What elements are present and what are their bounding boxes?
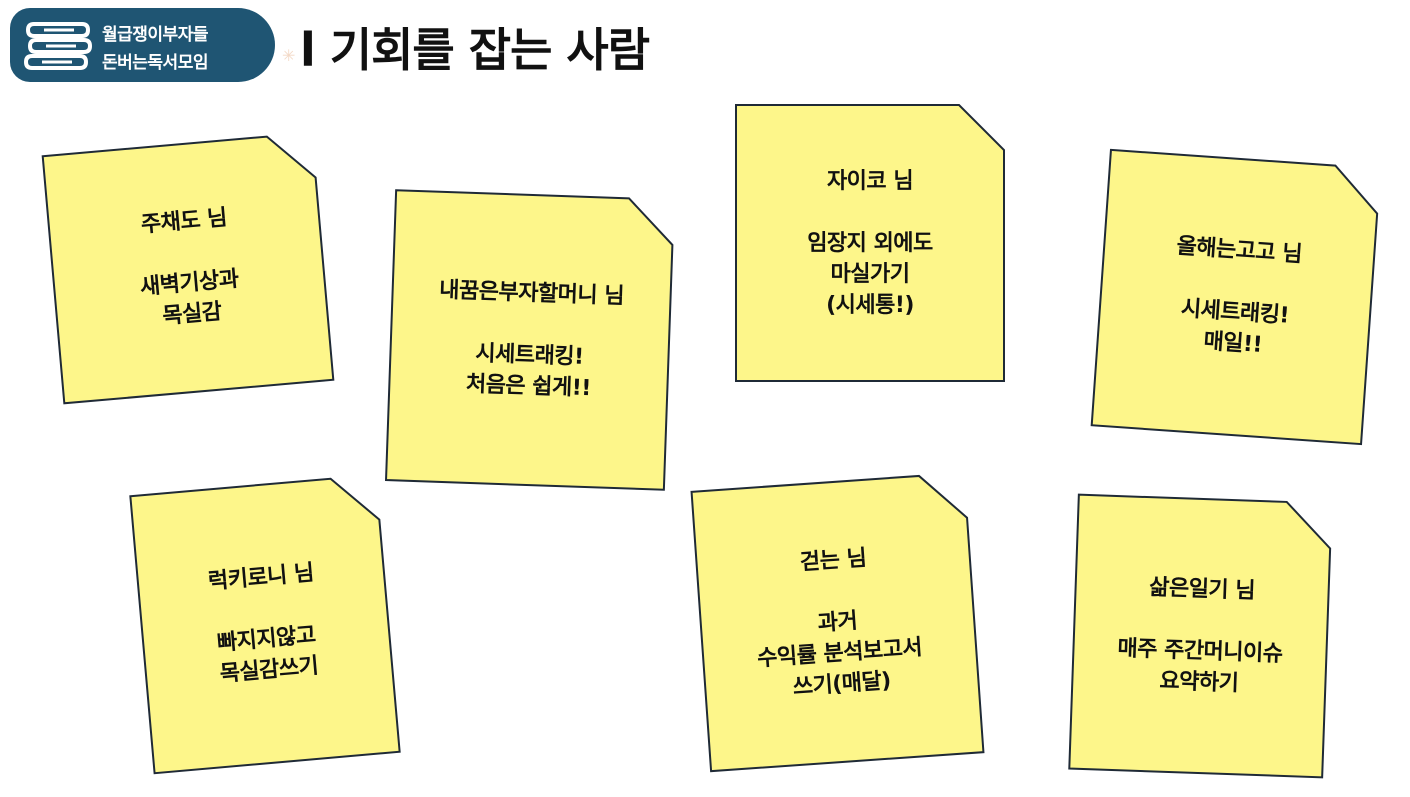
badge-line-1: 월급쟁이부자들 (102, 25, 208, 45)
sparkle-icon: ✳ (282, 46, 296, 65)
sticky-note-paper (1090, 148, 1379, 446)
note-line: 처음은 쉽게!! (465, 371, 592, 402)
note-line: 목실감 (161, 299, 223, 330)
note-line: (시세통!) (826, 292, 914, 318)
page-title: l 기회를 잡는 사람 (300, 23, 650, 77)
note-line: 요약하기 (1158, 668, 1239, 697)
note-author: 걷는 님 (798, 545, 867, 575)
books-stack-icon (24, 22, 92, 70)
note-line: 시세트래킹! (474, 341, 584, 370)
note-line: 매주 주간머니이슈 (1116, 636, 1283, 667)
note-author: 올해는고고 님 (1175, 233, 1303, 268)
sticky-note-paper (1067, 493, 1331, 779)
note-line: 임장지 외에도 (807, 230, 933, 256)
note-line: 시세트래킹! (1180, 296, 1290, 329)
note-author: 자이코 님 (826, 168, 914, 194)
badge-line-2: 돈버는독서모임 (102, 53, 208, 73)
club-badge: 월급쟁이부자들 돈버는독서모임 (10, 8, 275, 82)
sticky-note-paper (41, 135, 335, 405)
note-author: 내꿈은부자할머니 님 (438, 277, 625, 310)
note-author: 주채도 님 (139, 205, 228, 238)
sticky-note-paper (384, 189, 674, 491)
note-line: 마실가기 (830, 261, 910, 287)
sticky-note-paper (735, 104, 1005, 382)
note-line: 매일!! (1202, 328, 1263, 358)
note-line: 새벽기상과 (139, 266, 240, 301)
sticky-note-paper (129, 477, 401, 775)
note-line: 과거 (816, 608, 858, 636)
note-author: 삶은일기 님 (1148, 575, 1255, 604)
note-author: 럭키로니 님 (207, 560, 315, 595)
sticky-note-paper (689, 474, 985, 773)
note-line: 쓰기(매달) (791, 667, 892, 700)
